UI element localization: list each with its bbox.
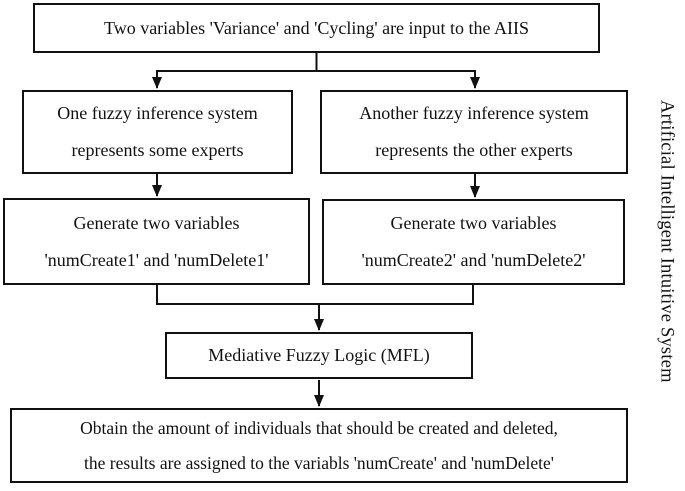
node-mediative-fuzzy-logic: Mediative Fuzzy Logic (MFL) (165, 332, 473, 379)
node-generate-2-line1: Generate two variables (390, 213, 557, 234)
node-fuzzy-system-2-line1: Another fuzzy inference system (359, 103, 589, 124)
node-fuzzy-system-1-line1: One fuzzy inference system (57, 103, 258, 124)
node-input-text: Two variables 'Variance' and 'Cycling' a… (103, 17, 530, 38)
node-generate-1-line1: Generate two variables (73, 212, 240, 233)
node-mediative-fuzzy-logic-text: Mediative Fuzzy Logic (MFL) (208, 345, 430, 366)
node-fuzzy-system-2: Another fuzzy inference system represent… (320, 90, 628, 174)
node-output: Obtain the amount of individuals that sh… (10, 408, 628, 483)
node-generate-2: Generate two variables 'numCreate2' and … (322, 199, 625, 285)
node-output-line1: Obtain the amount of individuals that sh… (80, 417, 558, 438)
node-fuzzy-system-1: One fuzzy inference system represents so… (22, 90, 293, 174)
node-generate-1: Generate two variables 'numCreate1' and … (3, 198, 310, 285)
node-output-line2: the results are assigned to the variabls… (84, 452, 554, 473)
side-label-aiis: Artificial Intelligent Intuitive System (656, 99, 677, 383)
node-generate-1-line2: 'numCreate1' and 'numDelete1' (44, 249, 269, 270)
node-input: Two variables 'Variance' and 'Cycling' a… (33, 3, 600, 53)
node-fuzzy-system-1-line2: represents some experts (71, 140, 244, 160)
node-fuzzy-system-2-line2: represents the other experts (375, 140, 573, 160)
node-generate-2-line2: 'numCreate2' and 'numDelete2' (361, 250, 586, 270)
